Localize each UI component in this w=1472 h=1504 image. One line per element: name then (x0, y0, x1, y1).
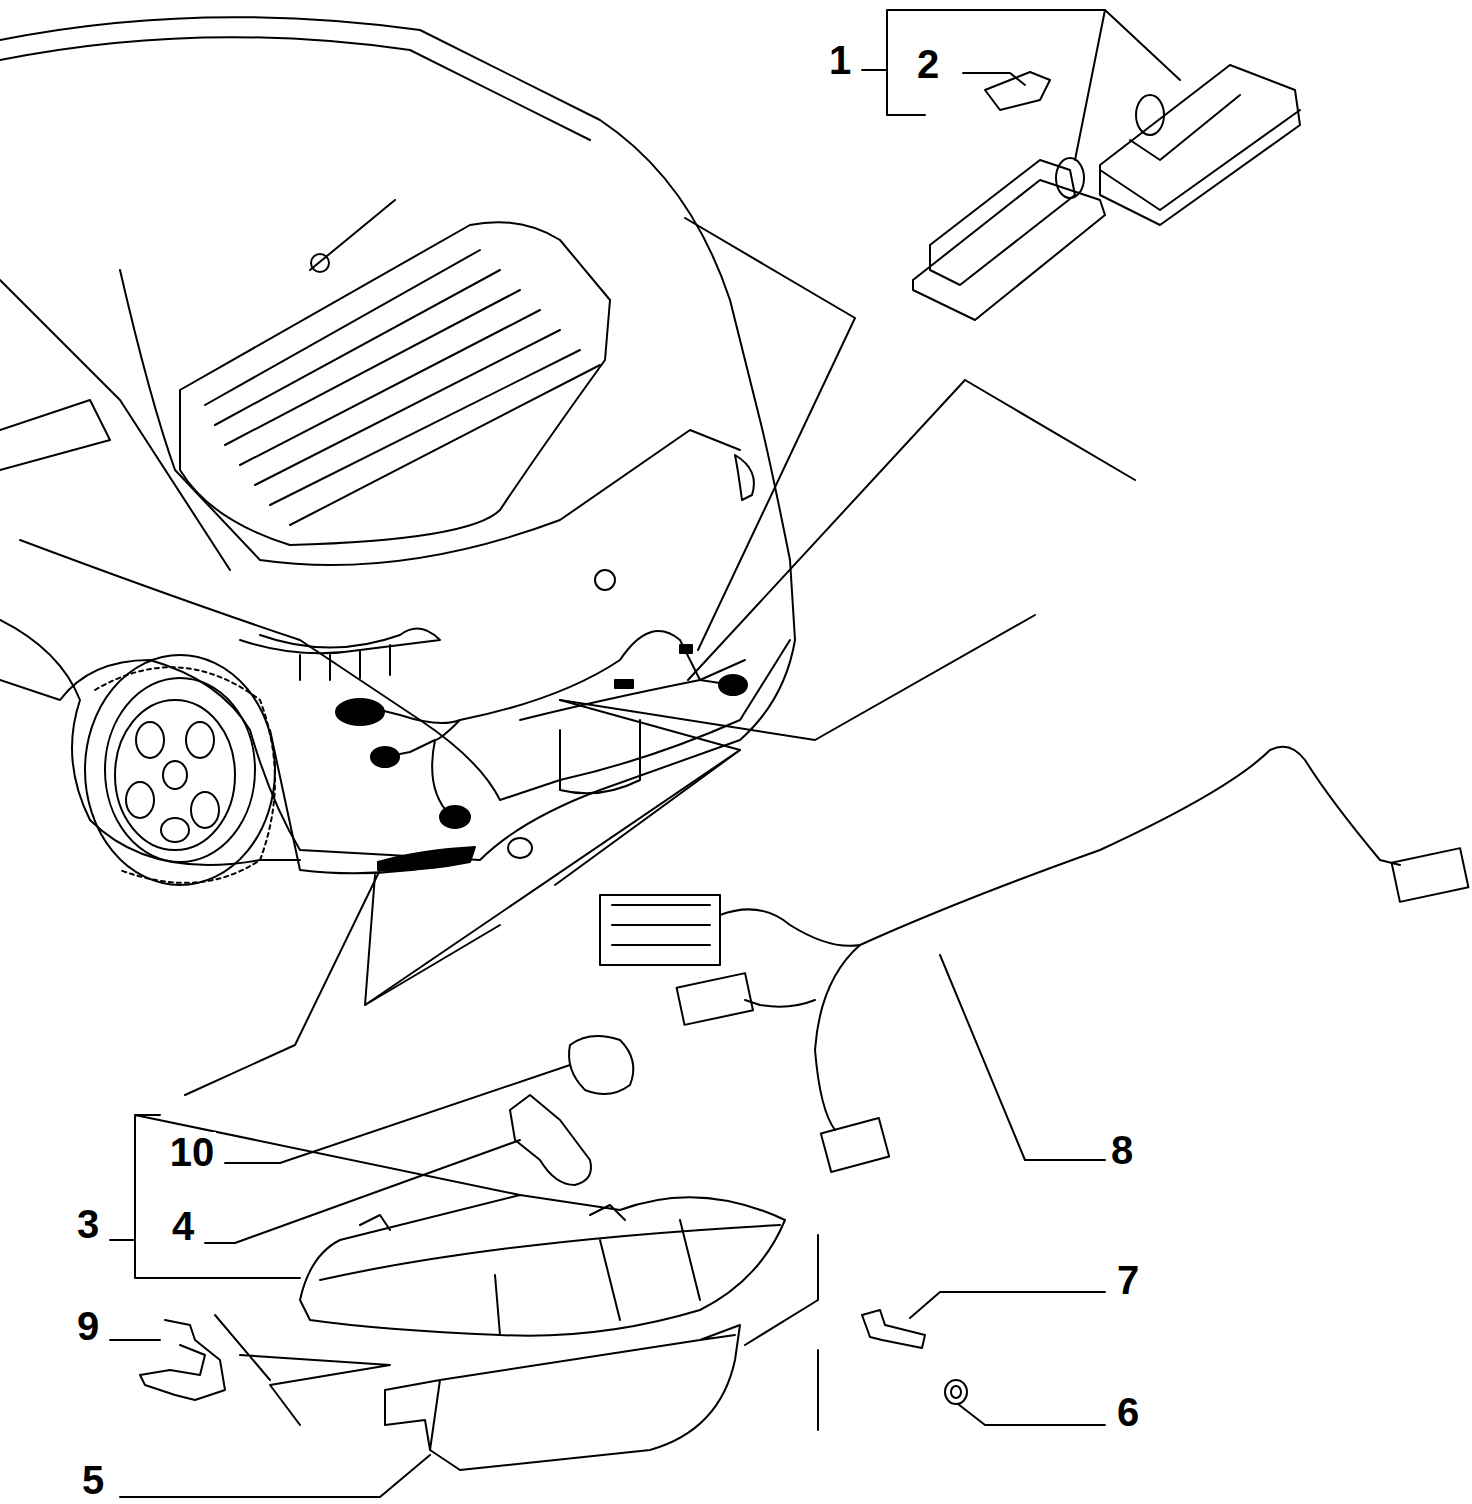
bolt (862, 1310, 925, 1348)
bulb (985, 72, 1050, 110)
callout-number: 4 (170, 1206, 196, 1246)
boundary-lines (215, 1315, 390, 1425)
callout-number: 6 (1115, 1392, 1141, 1432)
bulb (510, 1095, 591, 1185)
car-body (0, 17, 795, 873)
callout-number: 10 (168, 1132, 217, 1172)
callout-number: 9 (75, 1306, 101, 1346)
washer (945, 1380, 967, 1404)
boundary-lines (185, 218, 1135, 1095)
exhaust (508, 838, 532, 858)
callout-number: 8 (1109, 1130, 1135, 1170)
car-lamps (336, 645, 747, 870)
callout-number: 2 (915, 44, 941, 84)
bracket-line (745, 1235, 818, 1430)
wiring-harness (600, 747, 1468, 1172)
rear-lamp (300, 1195, 785, 1336)
wheel (85, 655, 275, 885)
leader-lines (110, 10, 1180, 1497)
licence-plate-lamp (913, 65, 1300, 320)
reflector (385, 1325, 740, 1470)
callout-number: 5 (80, 1460, 106, 1500)
harness-on-car (360, 631, 733, 815)
callout-number: 1 (827, 40, 853, 80)
bulb-cap (569, 1036, 633, 1094)
clip (140, 1320, 225, 1400)
callout-number: 3 (75, 1204, 101, 1244)
callout-number: 7 (1115, 1260, 1141, 1300)
